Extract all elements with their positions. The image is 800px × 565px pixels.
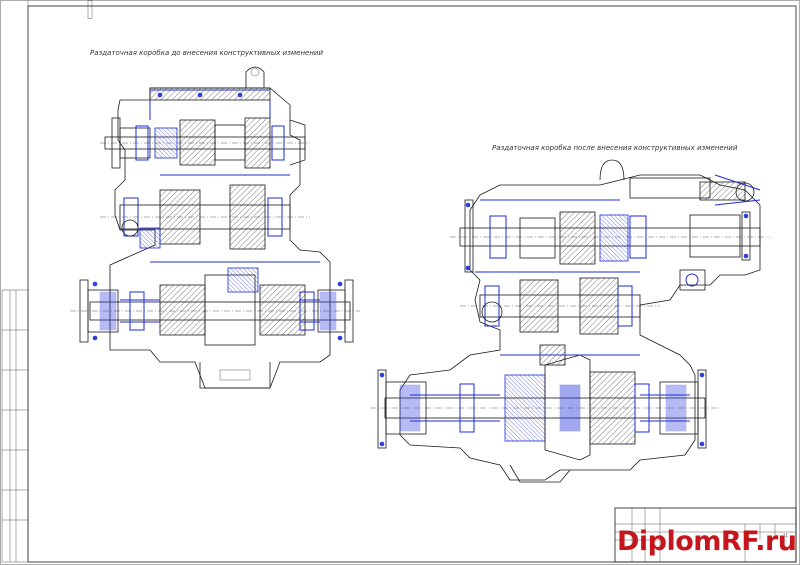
- transfer-case-before: [70, 66, 360, 389]
- watermark-logo: DiplomRF.ru: [617, 526, 797, 557]
- page-number: 11: [783, 533, 789, 538]
- side-stamp: [1, 289, 29, 563]
- caption-before: Раздаточная коробка до внесения конструк…: [90, 49, 323, 57]
- transfer-case-after: [370, 159, 770, 483]
- title-block: 11: [614, 507, 797, 563]
- caption-after: Раздаточная коробка после внесения конст…: [492, 144, 738, 152]
